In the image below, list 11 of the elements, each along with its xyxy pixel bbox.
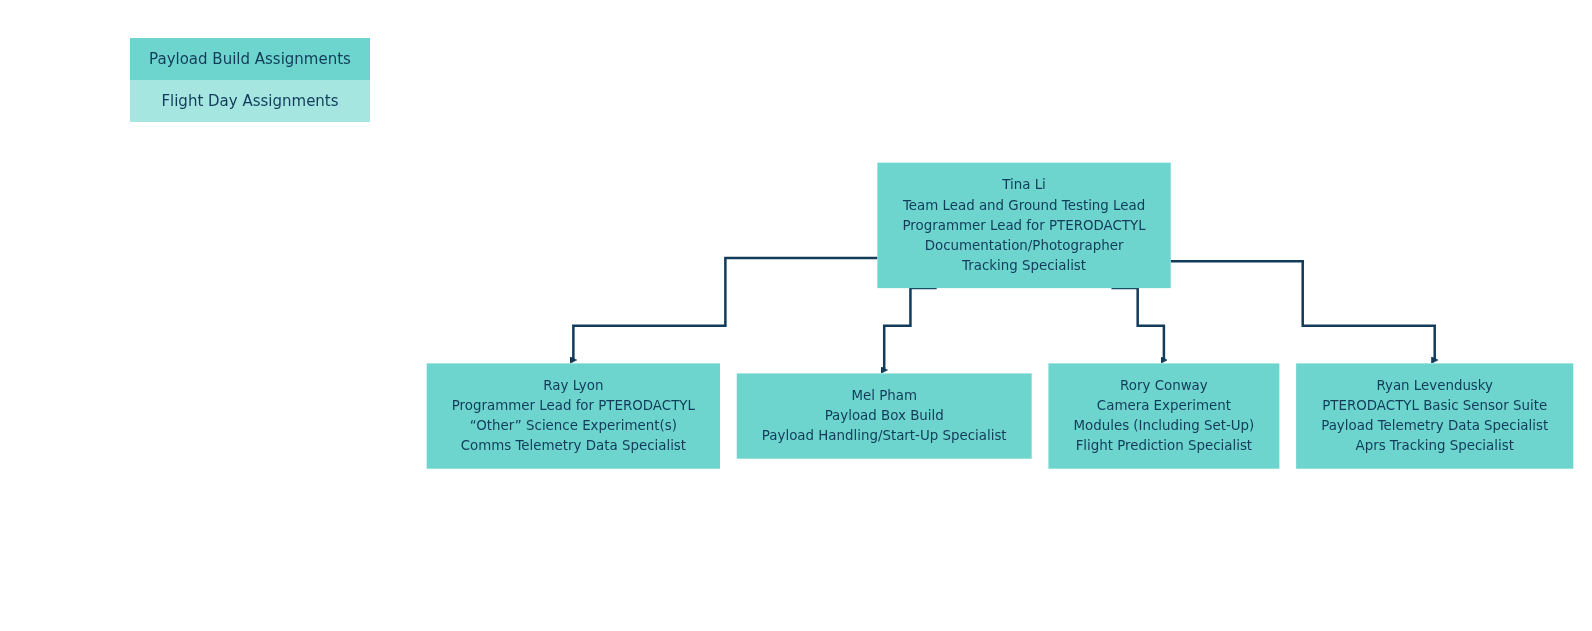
arrow <box>880 286 937 374</box>
arrow <box>1170 259 1439 364</box>
arrow <box>1111 286 1168 364</box>
legend-entry: Flight Day Assignments <box>130 80 370 122</box>
node-box: Tina Li Team Lead and Ground Testing Lead Programmer Lead for PTERODACTYL Documentation/Photographer Tracking Specialist <box>877 162 1171 288</box>
node-box: Mel Pham Payload Box Build Payload Handling/Start-Up Specialist <box>736 373 1032 459</box>
node-box: Ryan Levendusky PTERODACTYL Basic Sensor Suite Payload Telemetry Data Specialist Aprs Tracking Specialist <box>1296 363 1574 469</box>
arrow <box>569 256 878 364</box>
node-box: Rory Conway Camera Experiment Modules (Including Set-Up) Flight Prediction Specialist <box>1048 363 1280 469</box>
legend-entry: Payload Build Assignments <box>130 38 370 80</box>
node-box: Ray Lyon Programmer Lead for PTERODACTYL “Other” Science Experiment(s) Comms Telemetry Data Specialist <box>426 363 720 469</box>
